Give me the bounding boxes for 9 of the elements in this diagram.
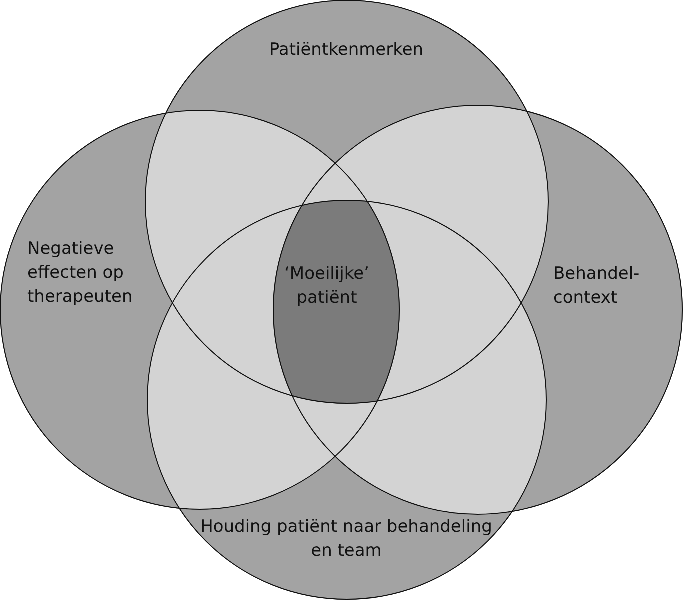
circle-label: Behandel- context [554, 262, 641, 310]
venn-circle [145, 0, 549, 404]
venn-circle [273, 105, 683, 515]
venn-circle [147, 200, 547, 600]
center-label: ‘Moeilijke’ patiënt [284, 263, 370, 310]
venn-circle [0, 110, 400, 510]
circle-label: Patiëntkenmerken [268, 38, 425, 62]
circle-label: Houding patiënt naar behandeling en team [200, 516, 494, 562]
circle-label: Negatieve effecten op therapeuten [28, 238, 134, 308]
